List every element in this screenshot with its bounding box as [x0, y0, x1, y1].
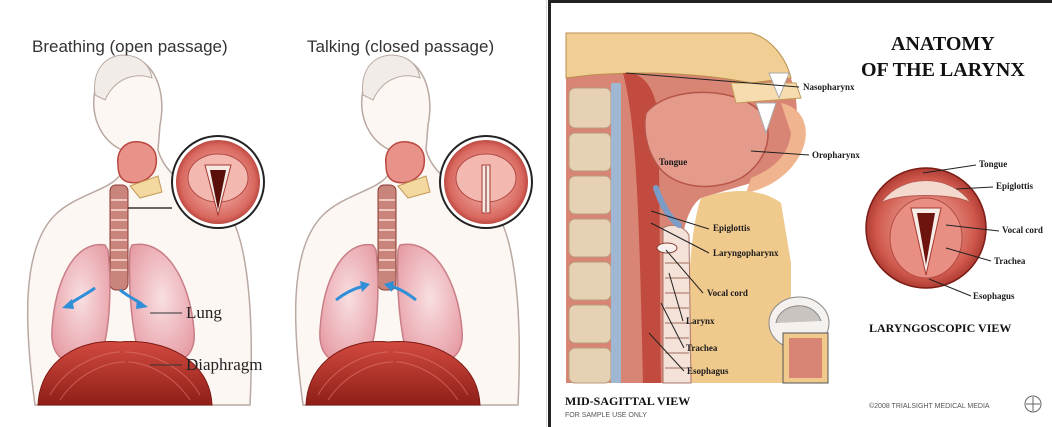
- anatomy-title: ANATOMY OF THE LARYNX: [861, 31, 1025, 83]
- label-vocal-cord-scope: Vocal cord: [1002, 225, 1043, 235]
- breathing-talking-drawing: [0, 0, 546, 427]
- vitruvian-logo: [1025, 396, 1041, 412]
- label-epiglottis-sagittal: Epiglottis: [713, 223, 750, 233]
- breathing-figure: [28, 55, 264, 405]
- label-tongue-scope: Tongue: [979, 159, 1007, 169]
- label-oropharynx: Oropharynx: [812, 150, 860, 160]
- talking-title: Talking (closed passage): [307, 37, 494, 57]
- label-trachea-scope: Trachea: [994, 256, 1025, 266]
- anatomy-title-line2: OF THE LARYNX: [861, 57, 1025, 83]
- label-nasopharynx: Nasopharynx: [803, 82, 855, 92]
- label-laryngopharynx: Laryngopharynx: [713, 248, 779, 258]
- label-tongue-sagittal: Tongue: [659, 157, 687, 167]
- laryngoscopic-caption: LARYNGOSCOPIC VIEW: [869, 321, 1011, 336]
- lung-label: Lung: [186, 303, 222, 323]
- mid-sagittal-caption: MID-SAGITTAL VIEW: [565, 394, 690, 409]
- label-trachea-sagittal: Trachea: [686, 343, 717, 353]
- talking-figure: [296, 55, 532, 405]
- label-larynx: Larynx: [686, 316, 715, 326]
- label-esophagus-scope: Esophagus: [973, 291, 1015, 301]
- diaphragm-label: Diaphragm: [186, 355, 262, 375]
- label-esophagus-sagittal: Esophagus: [687, 366, 729, 376]
- sample-use-notice: FOR SAMPLE USE ONLY: [565, 412, 647, 419]
- larynx-anatomy-illustration: ANATOMY OF THE LARYNX Nasopharynx Tongue…: [548, 0, 1052, 427]
- label-vocal-cord-sagittal: Vocal cord: [707, 288, 748, 298]
- laryngoscopic-drawing: [866, 165, 1041, 412]
- copyright-notice: ©2008 TRIALSIGHT MEDICAL MEDIA: [869, 403, 990, 410]
- breathing-talking-illustration: Breathing (open passage) Talking (closed…: [0, 0, 547, 427]
- breathing-title: Breathing (open passage): [32, 37, 228, 57]
- anatomy-title-line1: ANATOMY: [861, 31, 1025, 57]
- label-epiglottis-scope: Epiglottis: [996, 181, 1033, 191]
- mid-sagittal-drawing: [566, 33, 829, 383]
